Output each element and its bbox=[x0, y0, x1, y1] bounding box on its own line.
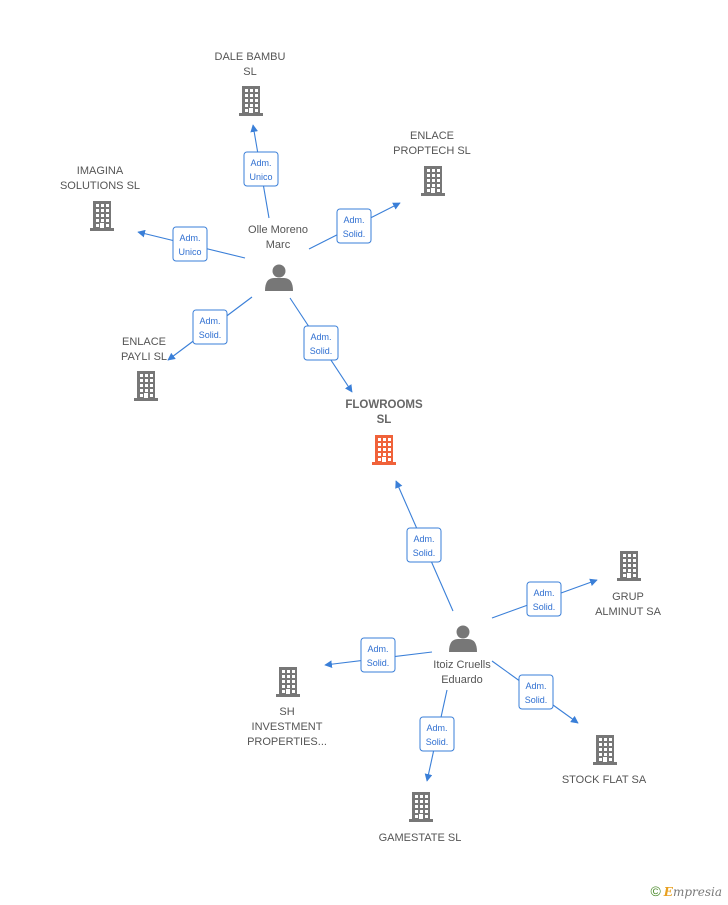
node-label-line: Olle Moreno bbox=[248, 224, 308, 236]
building-icon bbox=[276, 667, 300, 697]
relation-label-text: Solid. bbox=[367, 658, 390, 668]
relation-label-text: Adm. bbox=[179, 233, 200, 243]
relation-label-text: Adm. bbox=[367, 644, 388, 654]
relation-label-text: Solid. bbox=[310, 346, 333, 356]
node-label-line: GRUP bbox=[612, 591, 644, 603]
person-icon bbox=[265, 264, 293, 291]
node-label-line: Itoiz Cruells bbox=[433, 659, 491, 671]
relation-label-box bbox=[406, 527, 442, 563]
relation-label-itoiz-to-gamestate[interactable]: Adm. Solid. bbox=[419, 716, 455, 752]
relation-label-itoiz-to-grup_alminut[interactable]: Adm. Solid. bbox=[526, 581, 562, 617]
node-label-line: PROPTECH SL bbox=[393, 145, 471, 157]
node-gamestate[interactable]: GAMESTATE SL bbox=[379, 792, 462, 844]
node-label-line: PAYLI SL bbox=[121, 351, 167, 363]
node-label-line: FLOWROOMS bbox=[345, 399, 423, 411]
relation-label-box bbox=[303, 325, 339, 361]
relation-label-text: Adm. bbox=[343, 215, 364, 225]
node-grup-alminut[interactable]: GRUP ALMINUT SA bbox=[595, 551, 662, 618]
relation-label-olle_moreno-to-imagina[interactable]: Adm. Unico bbox=[172, 226, 208, 262]
node-label-line: ENLACE bbox=[410, 130, 454, 142]
relation-label-text: Adm. bbox=[199, 316, 220, 326]
person-icon bbox=[449, 625, 477, 652]
node-flowrooms[interactable]: FLOWROOMS SL bbox=[345, 399, 423, 465]
relation-label-box bbox=[192, 309, 228, 345]
node-label-line: STOCK FLAT SA bbox=[562, 774, 647, 786]
relation-label-box bbox=[336, 208, 372, 244]
node-label-line: DALE BAMBU bbox=[215, 51, 286, 63]
relation-label-text: Adm. bbox=[310, 332, 331, 342]
node-label-line: SH bbox=[279, 706, 294, 718]
node-sh-investment[interactable]: SH INVESTMENT PROPERTIES... bbox=[247, 667, 327, 748]
relation-label-olle_moreno-to-enlace_payli[interactable]: Adm. Solid. bbox=[192, 309, 228, 345]
node-label-line: ALMINUT SA bbox=[595, 606, 661, 618]
relation-label-olle_moreno-to-flowrooms[interactable]: Adm. Solid. bbox=[303, 325, 339, 361]
relation-label-text: Solid. bbox=[343, 229, 366, 239]
node-label-line: Marc bbox=[266, 239, 291, 251]
relation-label-text: Adm. bbox=[250, 158, 271, 168]
relation-label-text: Solid. bbox=[199, 330, 222, 340]
node-enlace-proptech[interactable]: ENLACE PROPTECH SL bbox=[393, 130, 471, 196]
relation-label-box bbox=[518, 674, 554, 710]
copyright-icon: © bbox=[650, 883, 661, 899]
footer-brand: ©Empresia bbox=[650, 883, 722, 899]
building-icon bbox=[617, 551, 641, 581]
relation-label-text: Solid. bbox=[413, 548, 436, 558]
node-label-line: INVESTMENT bbox=[252, 721, 323, 733]
relation-label-box bbox=[526, 581, 562, 617]
building-icon bbox=[372, 435, 396, 465]
building-icon bbox=[90, 201, 114, 231]
node-enlace-payli[interactable]: ENLACE PAYLI SL bbox=[121, 336, 167, 401]
relation-label-box bbox=[172, 226, 208, 262]
relation-label-itoiz-to-sh_investment[interactable]: Adm. Solid. bbox=[360, 637, 396, 673]
building-icon bbox=[421, 166, 445, 196]
node-imagina[interactable]: IMAGINA SOLUTIONS SL bbox=[60, 165, 140, 231]
relation-label-box bbox=[419, 716, 455, 752]
relation-label-olle_moreno-to-enlace_proptech[interactable]: Adm. Solid. bbox=[336, 208, 372, 244]
relation-label-text: Adm. bbox=[525, 681, 546, 691]
node-label-line: SL bbox=[377, 414, 392, 426]
node-dale-bambu[interactable]: DALE BAMBU SL bbox=[215, 51, 286, 116]
relation-label-olle_moreno-to-dale_bambu[interactable]: Adm. Unico bbox=[243, 151, 279, 187]
relation-label-itoiz-to-flowrooms[interactable]: Adm. Solid. bbox=[406, 527, 442, 563]
relation-label-text: Solid. bbox=[426, 737, 449, 747]
building-icon bbox=[134, 371, 158, 401]
relation-label-text: Adm. bbox=[413, 534, 434, 544]
building-icon bbox=[409, 792, 433, 822]
relation-label-text: Adm. bbox=[426, 723, 447, 733]
relation-label-text: Solid. bbox=[533, 602, 556, 612]
relation-label-text: Solid. bbox=[525, 695, 548, 705]
relation-label-box bbox=[360, 637, 396, 673]
node-label-line: SOLUTIONS SL bbox=[60, 180, 140, 192]
building-icon bbox=[593, 735, 617, 765]
node-label-line: GAMESTATE SL bbox=[379, 832, 462, 844]
brand-logo: Empresia bbox=[663, 885, 722, 899]
relation-label-text: Unico bbox=[178, 247, 201, 257]
node-label-line: IMAGINA bbox=[77, 165, 124, 177]
relation-label-itoiz-to-stock_flat[interactable]: Adm. Solid. bbox=[518, 674, 554, 710]
node-label-line: SL bbox=[243, 66, 256, 78]
relation-label-text: Adm. bbox=[533, 588, 554, 598]
node-stock-flat[interactable]: STOCK FLAT SA bbox=[562, 735, 647, 786]
relation-label-box bbox=[243, 151, 279, 187]
node-label-line: ENLACE bbox=[122, 336, 166, 348]
node-label-line: PROPERTIES... bbox=[247, 736, 327, 748]
building-icon bbox=[239, 86, 263, 116]
node-label-line: Eduardo bbox=[441, 674, 483, 686]
relation-label-text: Unico bbox=[249, 172, 272, 182]
